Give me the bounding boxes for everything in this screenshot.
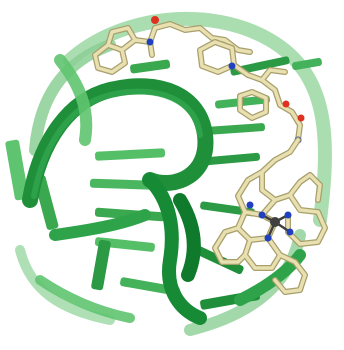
base-slab xyxy=(200,201,255,217)
metal-center-atom xyxy=(270,217,280,227)
base-slab xyxy=(130,59,171,74)
ligand-linker xyxy=(197,39,305,144)
dna-ribbon-front-7 xyxy=(35,275,135,323)
base-slab xyxy=(91,239,111,291)
dna-ribbon-front-1 xyxy=(22,78,214,208)
metal-complex xyxy=(212,137,328,295)
dna-ribbon-front-2 xyxy=(143,173,207,325)
nitrogen-atom xyxy=(258,211,266,219)
ligand-upper-fragment xyxy=(92,16,253,75)
base-slab xyxy=(120,277,180,296)
dna-ribbon-front-5 xyxy=(54,54,93,146)
base-slab xyxy=(94,237,155,252)
dna-ribbon-back-4 xyxy=(15,245,115,325)
base-slab xyxy=(5,139,29,201)
nitrogen-atom xyxy=(264,234,272,242)
base-slab xyxy=(292,57,322,71)
dna-ribbon-front-3 xyxy=(49,209,151,241)
base-slab xyxy=(205,152,260,166)
dna-ribbon-front-4 xyxy=(173,193,201,282)
base-slab xyxy=(94,148,166,161)
oxygen-atom xyxy=(297,114,305,122)
oxygen-atom xyxy=(282,100,290,108)
dna-ribbon-front-1-highlight xyxy=(31,88,203,199)
nitrogen-atom xyxy=(246,201,254,209)
nitrogen-atom xyxy=(228,62,236,70)
oxygen-atom xyxy=(151,16,159,24)
base-slab xyxy=(204,123,266,135)
nitrogen-atom xyxy=(284,211,292,219)
nitrogen-atom xyxy=(146,38,154,46)
dna-front-strands xyxy=(22,54,306,325)
nitrogen-atom xyxy=(286,228,294,236)
